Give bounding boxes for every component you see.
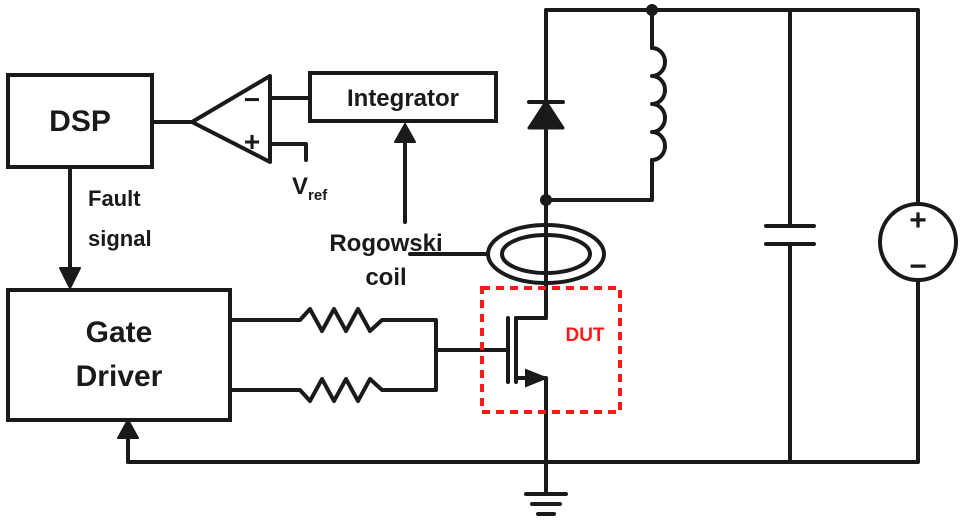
dc-voltage-source: + − — [878, 202, 958, 283]
rogowski-label-line2: coil — [365, 264, 406, 291]
dut-transistor: DUT — [434, 286, 622, 496]
coil-signal-arrow — [394, 123, 416, 224]
integrator-label: Integrator — [347, 85, 459, 112]
gate-driver-block: Gate Driver — [6, 288, 232, 422]
rogowski-label-line1: Rogowski — [329, 230, 442, 257]
source-minus-sign: − — [909, 250, 927, 283]
comparator-minus-sign: − — [244, 84, 260, 115]
vref-subscript: ref — [308, 187, 328, 204]
feedback-arrow — [117, 419, 139, 464]
gate-resistors — [228, 307, 438, 403]
vref-main: V — [292, 173, 308, 200]
load-inductor — [544, 8, 667, 202]
source-plus-sign: + — [909, 204, 927, 237]
dut-highlight-box — [480, 286, 622, 414]
comparator-plus-sign: + — [244, 126, 260, 157]
rogowski-coil — [408, 223, 606, 290]
comparator: − + — [150, 74, 312, 164]
dsp-label: DSP — [49, 105, 111, 138]
vref-label: Vref — [292, 173, 328, 204]
gate-driver-label-line2: Driver — [76, 360, 163, 393]
freewheel-diode — [527, 100, 565, 130]
integrator-block: Integrator — [308, 71, 498, 123]
fault-signal-label-line1: Fault — [88, 186, 141, 211]
dc-link-capacitor — [764, 224, 816, 246]
fault-signal-label-line2: signal — [88, 226, 152, 251]
fault-signal-arrow: Fault signal — [59, 165, 152, 289]
dsp-block: DSP — [6, 73, 154, 169]
gate-driver-label-line1: Gate — [86, 316, 153, 349]
ground-symbol — [524, 492, 568, 516]
dut-label: DUT — [565, 325, 604, 346]
